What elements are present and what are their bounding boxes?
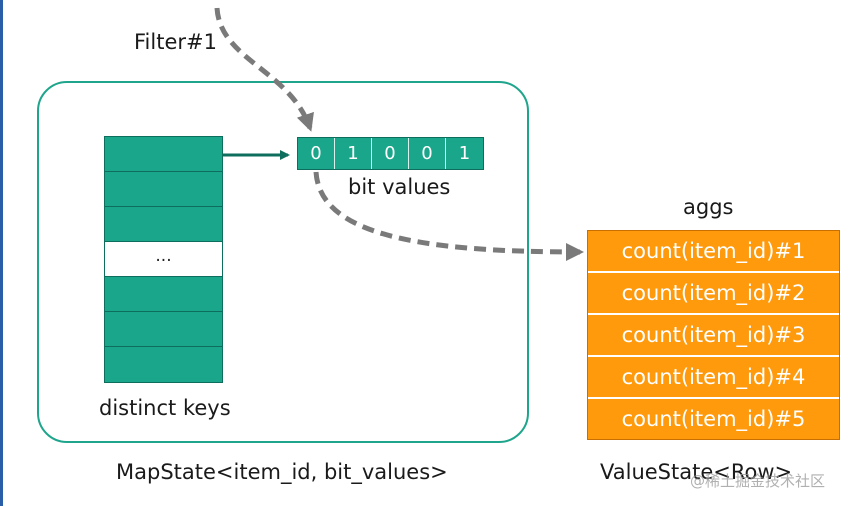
key-cell	[105, 207, 222, 242]
distinct-keys-column: ...	[104, 136, 223, 383]
bit-cell: 0	[409, 138, 446, 169]
aggs-column: count(item_id)#1 count(item_id)#2 count(…	[587, 230, 840, 440]
valuestate-label: ValueState<Row>	[600, 460, 793, 484]
agg-cell: count(item_id)#4	[588, 357, 839, 397]
key-cell	[105, 172, 222, 207]
agg-cell: count(item_id)#5	[588, 399, 839, 439]
bit-values-label: bit values	[348, 175, 451, 199]
key-cell	[105, 312, 222, 347]
filter-to-bits-arrow	[214, 7, 314, 132]
key-cell	[105, 347, 222, 382]
agg-cell: count(item_id)#2	[588, 273, 839, 313]
distinct-keys-label: distinct keys	[99, 396, 231, 420]
filter-label: Filter#1	[134, 30, 217, 54]
mapstate-container	[37, 81, 529, 443]
bits-to-aggs-arrow	[313, 171, 584, 261]
watermark: @稀土掘金技术社区	[690, 472, 826, 490]
agg-cell: count(item_id)#3	[588, 315, 839, 355]
key-cell	[105, 137, 222, 172]
bit-cell: 0	[372, 138, 409, 169]
key-cell	[105, 277, 222, 312]
key-cell-ellipsis: ...	[105, 242, 222, 277]
aggs-label: aggs	[683, 195, 734, 219]
bit-cell: 0	[298, 138, 335, 169]
mapstate-label: MapState<item_id, bit_values>	[116, 460, 448, 484]
bit-cell: 1	[335, 138, 372, 169]
left-edge-bar	[0, 0, 3, 506]
bit-values-row: 0 1 0 0 1	[297, 137, 484, 170]
bit-cell: 1	[446, 138, 483, 169]
agg-cell: count(item_id)#1	[588, 231, 839, 271]
